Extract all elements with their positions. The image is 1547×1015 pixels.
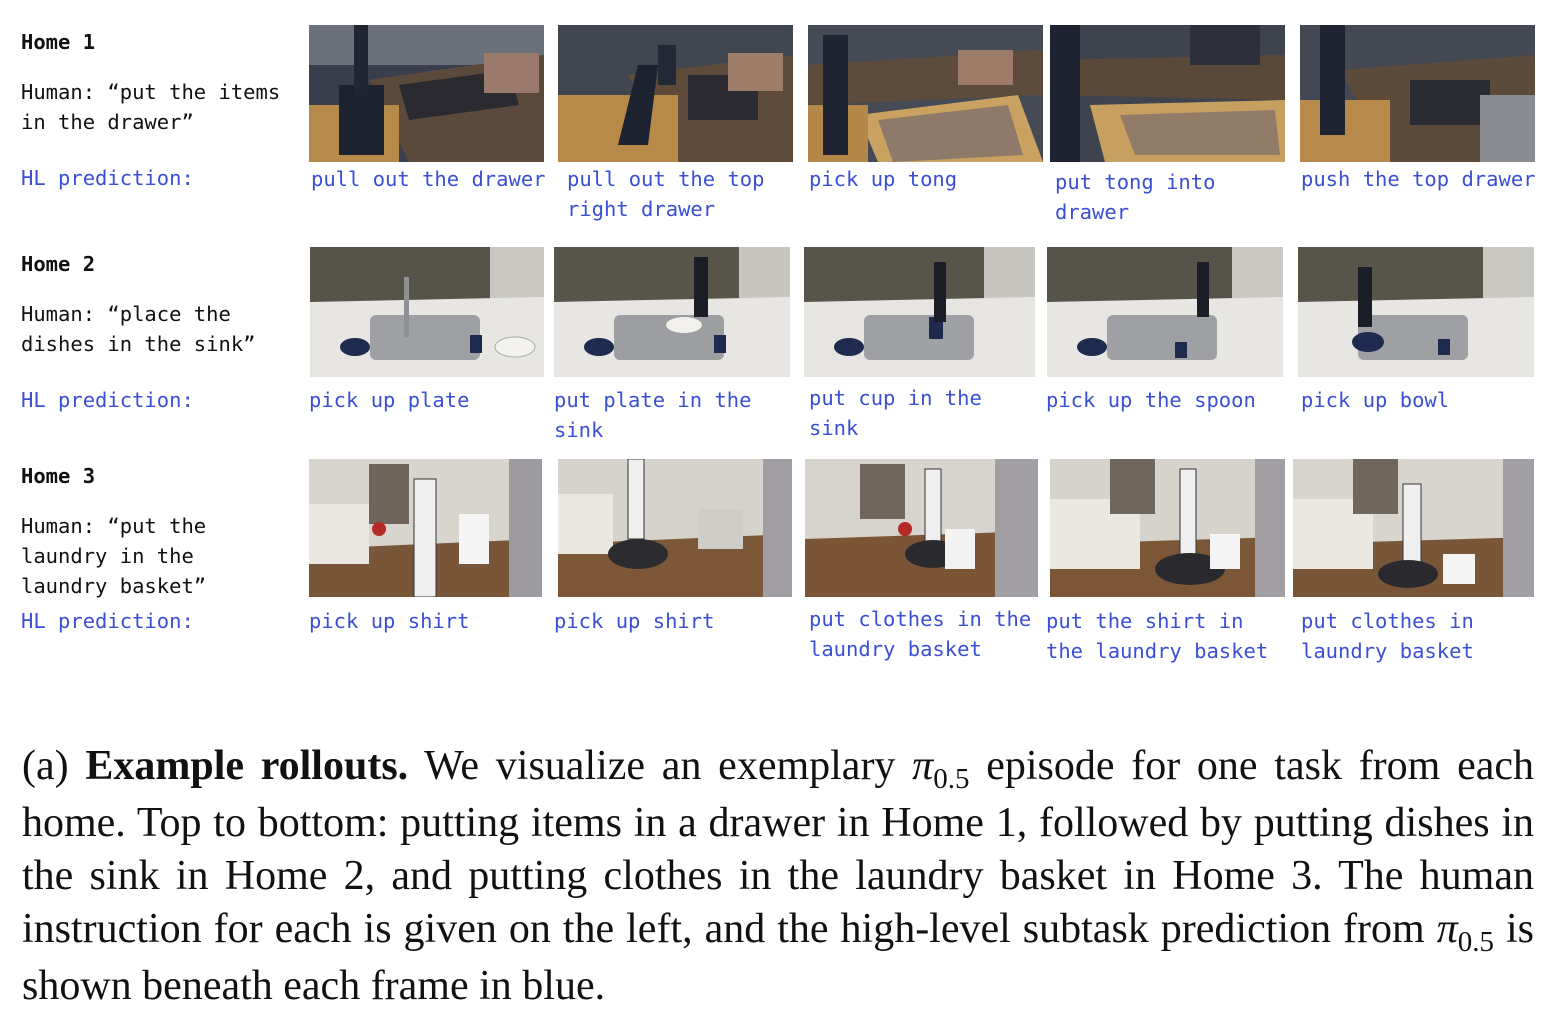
- figure-caption: (a) Example rollouts. We visualize an ex…: [22, 740, 1534, 1013]
- home-1-frame-1: [309, 25, 544, 162]
- caption-text-3: is shown beneath each frame in blue.: [22, 906, 1535, 1009]
- home-1-frame-3: [808, 25, 1043, 162]
- home-2-hl-label: HL prediction:: [21, 388, 194, 412]
- home-3-frame-5: [1293, 459, 1534, 597]
- home-3-prediction-5: put clothes in laundry basket: [1301, 609, 1487, 663]
- caption-title: Example rollouts.: [85, 743, 409, 789]
- home-1-hl-label: HL prediction:: [21, 166, 194, 190]
- home-2-frame-1: [310, 247, 544, 377]
- pi-symbol: π: [912, 743, 934, 789]
- home-3-frame-2: [558, 459, 792, 597]
- home-1-prediction-3: pick up tong: [809, 167, 958, 191]
- home-1-prediction-1: pull out the drawer: [311, 167, 546, 191]
- home-2-prediction-4: pick up the spoon: [1046, 388, 1256, 412]
- home-2-frame-4: [1047, 247, 1283, 377]
- caption-text-2: episode for one task from each home. Top…: [22, 743, 1534, 952]
- home-2-prediction-2: put plate in the sink: [554, 388, 764, 442]
- home-3-prediction-3: put clothes in the laundry basket: [809, 607, 1044, 661]
- home-3-frame-4: [1050, 459, 1285, 597]
- home-2-label: Home 2: [21, 252, 96, 276]
- home-1-frame-2: [558, 25, 793, 162]
- home-1-human-instruction: Human: “put the items in the drawer”: [21, 80, 293, 134]
- pi-subscript: 0.5: [933, 763, 970, 795]
- home-3-human-instruction: Human: “put the laundry in the laundry b…: [21, 514, 219, 598]
- home-3-prediction-4: put the shirt in the laundry basket: [1046, 609, 1269, 663]
- home-3-hl-label: HL prediction:: [21, 609, 194, 633]
- home-1-label: Home 1: [21, 30, 96, 54]
- pi-symbol-2: π: [1436, 906, 1458, 952]
- caption-prefix: (a): [22, 743, 86, 789]
- home-1-frame-5: [1300, 25, 1535, 162]
- home-1-prediction-4: put tong into drawer: [1055, 170, 1228, 224]
- home-3-prediction-2: pick up shirt: [554, 609, 715, 633]
- home-2-prediction-5: pick up bowl: [1301, 388, 1450, 412]
- home-3-label: Home 3: [21, 464, 96, 488]
- home-1-frame-4: [1050, 25, 1285, 162]
- home-2-human-instruction: Human: “place the dishes in the sink”: [21, 302, 256, 356]
- home-2-frame-3: [804, 247, 1035, 377]
- home-2-prediction-3: put cup in the sink: [809, 386, 995, 440]
- pi-subscript-2: 0.5: [1457, 926, 1494, 958]
- home-2-prediction-1: pick up plate: [309, 388, 470, 412]
- home-1-prediction-5: push the top drawer: [1301, 167, 1536, 191]
- home-2-frame-5: [1298, 247, 1534, 377]
- caption-text-1: We visualize an exemplary: [408, 743, 913, 789]
- home-3-prediction-1: pick up shirt: [309, 609, 470, 633]
- home-3-frame-1: [309, 459, 542, 597]
- home-3-frame-3: [805, 459, 1038, 597]
- home-1-prediction-2: pull out the top right drawer: [567, 167, 777, 221]
- home-2-frame-2: [554, 247, 790, 377]
